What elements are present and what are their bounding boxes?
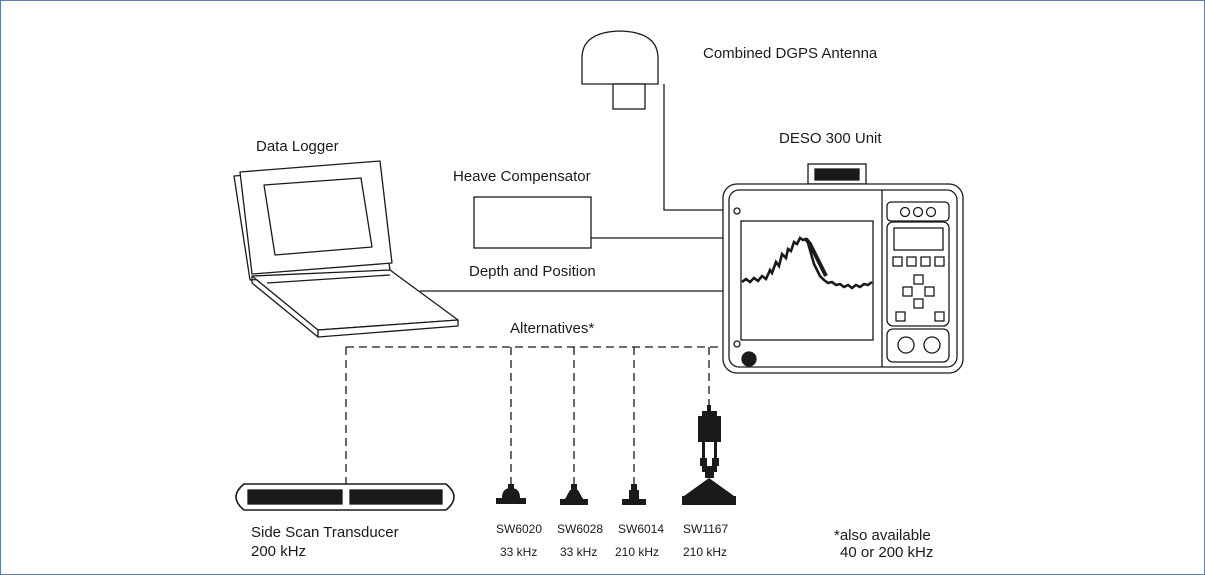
transducer-frequency: 33 kHz — [560, 545, 597, 559]
transducer-frequency: 210 kHz — [683, 545, 727, 559]
heave-compensator-box — [473, 196, 592, 249]
side-scan-frequency: 200 kHz — [251, 543, 306, 560]
dgps-antenna-icon — [581, 30, 659, 110]
side-scan-transducer-icon — [235, 483, 455, 511]
heave-compensator-label: Heave Compensator — [453, 168, 591, 185]
deso-unit-label: DESO 300 Unit — [779, 130, 882, 147]
transducer-model: SW6014 — [618, 522, 664, 536]
transducer-sw1167-icon — [682, 405, 736, 505]
availability-note: *also available — [834, 527, 931, 544]
transducer-frequency: 210 kHz — [615, 545, 659, 559]
side-scan-label: Side Scan Transducer — [251, 524, 399, 541]
transducer-model: SW6020 — [496, 522, 542, 536]
control-panel — [886, 201, 950, 363]
alternatives-label: Alternatives* — [510, 320, 594, 337]
data-logger-label: Data Logger — [256, 138, 339, 155]
data-logger-laptop-icon — [233, 160, 459, 338]
antenna-cable — [663, 84, 723, 211]
transducer-model: SW1167 — [683, 522, 728, 536]
alternatives-bus — [345, 346, 723, 484]
deso-300-unit — [722, 163, 964, 374]
transducer-sw6020-icon — [496, 484, 526, 504]
transducer-sw6014-icon — [622, 484, 646, 505]
depth-position-label: Depth and Position — [469, 263, 596, 280]
transducer-model: SW6028 — [557, 522, 603, 536]
transducer-sw6028-icon — [560, 484, 588, 505]
antenna-label: Combined DGPS Antenna — [703, 45, 878, 62]
echogram-screen — [740, 220, 874, 341]
availability-note-frequencies: 40 or 200 kHz — [840, 544, 933, 561]
transducer-frequency: 33 kHz — [500, 545, 537, 559]
